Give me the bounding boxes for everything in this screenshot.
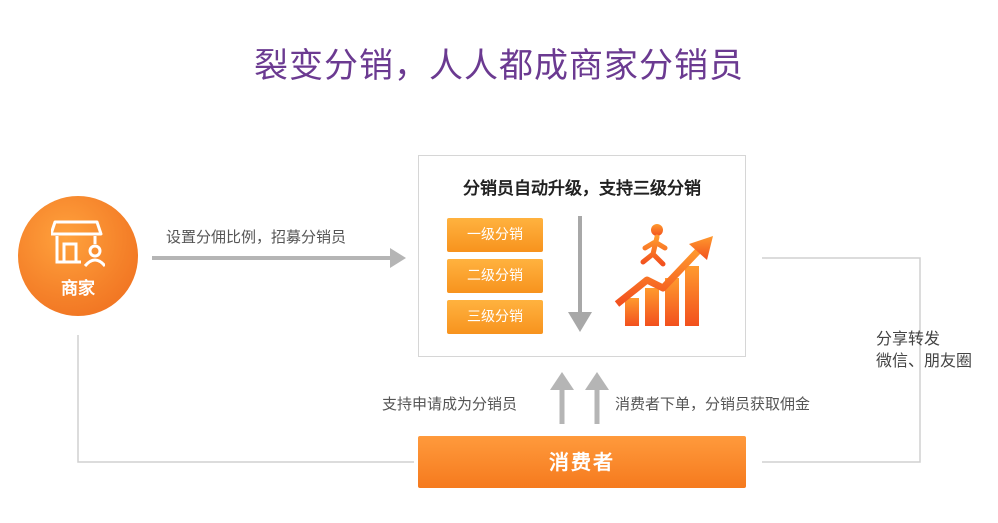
box-title: 分销员自动升级，支持三级分销	[463, 179, 701, 199]
commission-label: 消费者下单，分销员获取佣金	[615, 395, 811, 413]
page-title: 裂变分销，人人都成商家分销员	[254, 46, 744, 86]
merchant-consumer-line	[77, 335, 414, 463]
level-1-badge: 一级分销	[447, 218, 543, 252]
storefront-user-icon	[51, 220, 105, 268]
share-label-line1: 分享转发	[876, 329, 941, 348]
up-arrow-right	[585, 372, 609, 424]
consumer-node: 消费者	[418, 436, 746, 488]
level-2-badge: 二级分销	[447, 259, 543, 293]
distribution-box: 分销员自动升级，支持三级分销 一级分销 二级分销 三级分销	[418, 155, 746, 357]
share-loop-line	[762, 257, 921, 463]
merchant-to-box-arrow	[152, 248, 406, 268]
climbing-person-growth-icon	[614, 224, 713, 326]
merchant-node: 商家	[18, 196, 138, 316]
up-arrow-left	[550, 372, 574, 424]
merchant-label: 商家	[61, 279, 95, 299]
apply-label: 支持申请成为分销员	[382, 395, 518, 413]
recruit-label: 设置分佣比例，招募分销员	[166, 228, 347, 246]
share-label-line2: 微信、朋友圈	[876, 351, 973, 370]
down-arrow-icon	[568, 216, 592, 332]
share-label: 分享转发 微信、朋友圈	[876, 328, 972, 372]
level-3-badge: 三级分销	[447, 300, 543, 334]
